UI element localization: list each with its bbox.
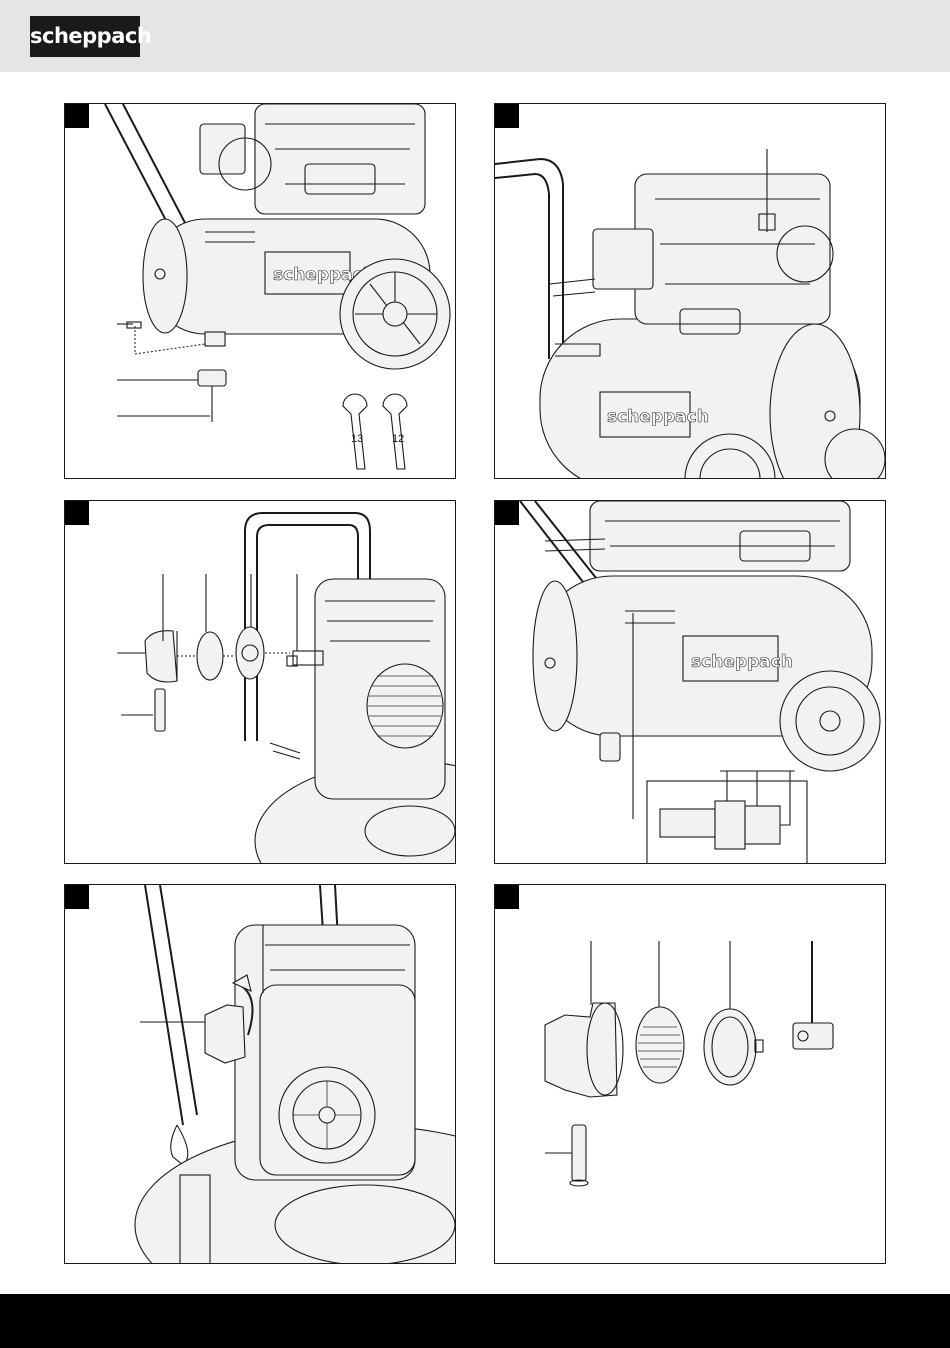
tank-brand-label: scheppach — [607, 407, 709, 427]
figure-panel-5 — [64, 884, 456, 1264]
figure-number-tag — [495, 104, 519, 128]
figure-number-tag — [495, 885, 519, 909]
air-filter-components-illustration — [495, 885, 886, 1264]
figure-panel-1: scheppach 13 12 — [64, 103, 456, 479]
figure-panel-4: scheppach — [494, 500, 886, 864]
page-footer — [0, 1294, 950, 1348]
scheppach-logo: scheppach — [30, 16, 140, 57]
tank-brand-label: scheppach — [691, 652, 793, 672]
figure-number-tag — [495, 501, 519, 525]
compressor-safety-valve-illustration: scheppach — [495, 501, 886, 864]
figure-panel-6 — [494, 884, 886, 1264]
air-filter-exploded-side-illustration — [65, 501, 456, 864]
figure-number-tag — [65, 501, 89, 525]
figure-number-tag — [65, 104, 89, 128]
wrench-size-12: 12 — [392, 433, 404, 445]
compressor-front-view-illustration: scheppach — [495, 104, 886, 479]
filter-cap-removal-illustration — [65, 885, 456, 1264]
wrench-size-13: 13 — [351, 433, 363, 445]
figure-panel-3 — [64, 500, 456, 864]
figure-number-tag — [65, 885, 89, 909]
figure-panel-2: scheppach — [494, 103, 886, 479]
page-header: scheppach — [0, 0, 950, 72]
compressor-foot-assembly-illustration: scheppach 13 12 — [65, 104, 456, 479]
